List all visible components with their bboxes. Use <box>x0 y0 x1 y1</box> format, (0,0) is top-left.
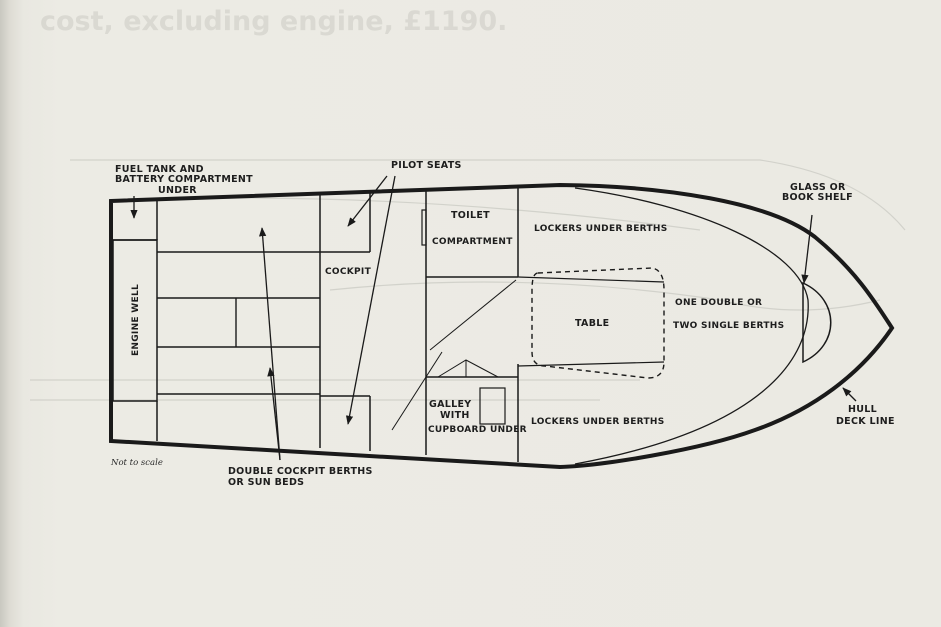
hull-label-line1: HULL <box>848 404 877 415</box>
door-lines <box>391 279 517 431</box>
engine-well <box>112 201 158 441</box>
not-to-scale-caption: Not to scale <box>110 458 163 468</box>
double-berths-label-line2: OR SUN BEDS <box>228 477 304 488</box>
deck-line <box>574 187 809 465</box>
berths-label-line2: TWO SINGLE BERTHS <box>673 321 784 331</box>
berths-label-line1: ONE DOUBLE OR <box>675 298 762 308</box>
double-berths-label-line1: DOUBLE COCKPIT BERTHS <box>228 466 373 477</box>
pilot-seat-arrow-lower <box>345 175 396 425</box>
fuel-tank-label-line3: UNDER <box>158 185 197 196</box>
compartment-label: COMPARTMENT <box>432 237 513 247</box>
cockpit-berths <box>157 251 320 395</box>
saloon-berths <box>517 276 665 367</box>
glass-label-line1: GLASS OR <box>790 182 846 193</box>
lockers-bottom-label: LOCKERS UNDER BERTHS <box>531 417 665 427</box>
lockers-top-label: LOCKERS UNDER BERTHS <box>534 224 668 234</box>
toilet-label: TOILET <box>451 210 490 221</box>
bleed-through-text: cost, excluding engine, £1190. <box>40 6 507 37</box>
table-label: TABLE <box>575 318 609 329</box>
pilot-seat-arrow-upper <box>347 175 388 227</box>
pilot-seats-label: PILOT SEATS <box>391 160 462 171</box>
engine-well-label: ENGINE WELL <box>131 284 141 356</box>
dashed-table <box>531 267 665 379</box>
leader-arrows <box>130 175 857 461</box>
cockpit-bulkheads <box>319 193 371 451</box>
fuel-tank-label-line1: FUEL TANK AND <box>115 164 204 175</box>
hull-deck-arrow <box>842 387 857 402</box>
hull-label-line2: DECK LINE <box>836 416 895 427</box>
galley-label-line1: GALLEY <box>429 399 471 410</box>
galley-label-line2: WITH <box>440 410 470 421</box>
cockpit-label: COCKPIT <box>325 267 372 277</box>
hull-outline <box>109 182 895 470</box>
bleed-through-sketch <box>30 159 906 401</box>
galley <box>426 359 519 462</box>
glass-shelf-arrow <box>801 214 813 284</box>
glass-label-line2: BOOK SHELF <box>782 192 853 203</box>
toilet-compartment <box>421 188 519 455</box>
bow-shelf <box>802 281 832 364</box>
double-berths-arrow-lower <box>267 367 281 461</box>
galley-label-line3: CUPBOARD UNDER <box>428 425 527 435</box>
fuel-tank-label-line2: BATTERY COMPARTMENT <box>115 174 253 185</box>
double-berths-arrow-upper <box>259 227 281 461</box>
